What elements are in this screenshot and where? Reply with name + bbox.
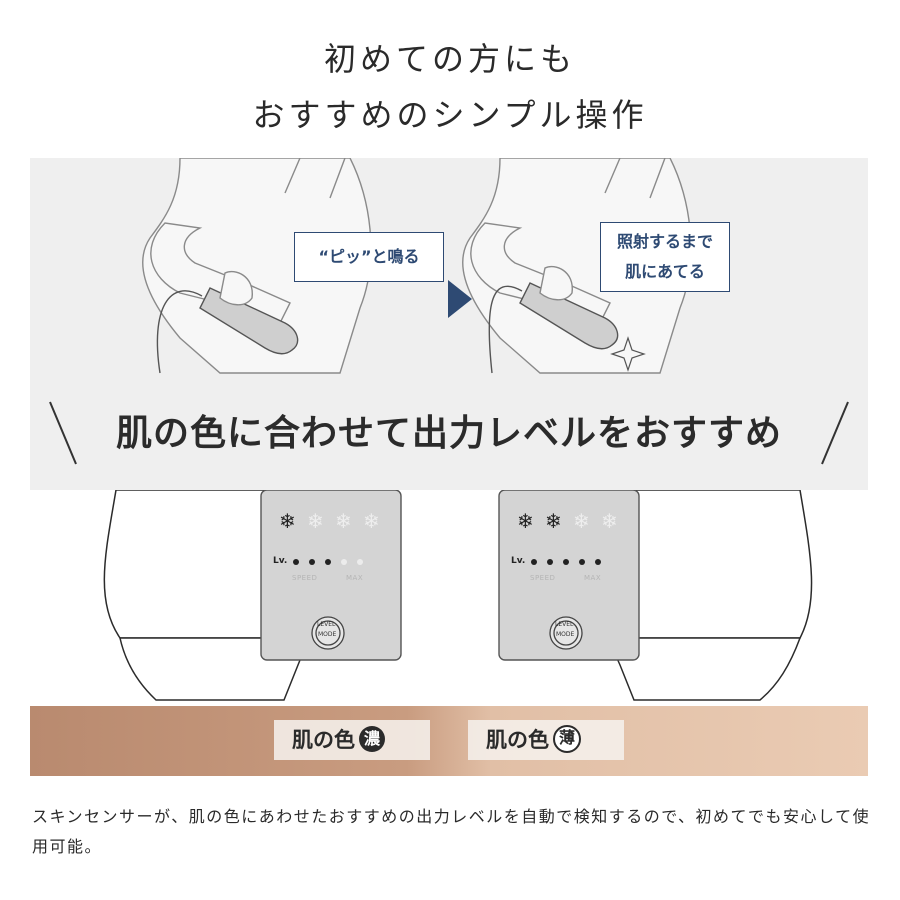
callout-apply: 照射するまで 肌にあてる [600,222,730,292]
callout-apply-line2: 肌にあてる [625,262,705,281]
snowflake-icon: ❄ [279,509,296,533]
mode-label-left: MODE [318,631,337,638]
skin-light-text: 肌の色 [486,728,549,752]
skin-tone-strip: 肌の色濃 肌の色薄 [30,706,868,776]
level-dot [579,559,585,565]
slash-left-icon [49,401,77,465]
device-panels: ❄ ❄ ❄ ❄ ❄ ❄ ❄ ❄ Lv. SPEED MAX LEVEL MODE Lv. S… [30,490,868,708]
tagline: 肌の色に合わせて出力レベルをおすすめ [115,413,782,454]
max-label-right: MAX [584,574,602,582]
callout-beep: “ピッ”と鳴る [294,232,444,282]
snowflake-icon: ❄ [307,509,324,533]
snowflake-icon: ❄ [517,509,534,533]
level-dot [341,559,347,565]
snowflake-icon: ❄ [335,509,352,533]
level-mode-button-right [549,616,583,650]
sparkle-icon [610,336,646,372]
skin-dark-badge: 濃 [359,726,385,752]
level-dot [595,559,601,565]
usage-illustration: “ピッ”と鳴る 照射するまで 肌にあてる 肌の色に合わせて出力レベルをおすすめ [30,158,868,490]
skin-light-badge: 薄 [553,725,581,753]
level-dot [531,559,537,565]
speed-label-right: SPEED [530,574,556,582]
level-dot [563,559,569,565]
description: スキンセンサーが、肌の色にあわせたおすすめの出力レベルを自動で検知するので、初め… [32,807,871,856]
level-label-left: LEVEL [317,621,336,628]
next-arrow-icon [448,280,472,318]
skin-dark-text: 肌の色 [292,728,355,752]
level-dot [357,559,363,565]
skin-label-light: 肌の色薄 [468,720,624,760]
level-dot [293,559,299,565]
max-label-left: MAX [346,574,364,582]
control-panel-right [498,490,640,661]
slash-right-icon [821,401,849,465]
headline-line1: 初めての方にも [323,40,576,78]
level-dot [547,559,553,565]
speed-label-left: SPEED [292,574,318,582]
device-illustration: ❄ ❄ ❄ ❄ ❄ ❄ ❄ ❄ [103,490,813,701]
level-dot [309,559,315,565]
skin-label-dark: 肌の色濃 [274,720,430,760]
lv-label-right: Lv. [511,556,526,566]
lv-label-left: Lv. [273,556,288,566]
snowflake-icon: ❄ [363,509,380,533]
snowflake-icon: ❄ [601,509,618,533]
mode-label-right: MODE [556,631,575,638]
level-dot [325,559,331,565]
headline-line2: おすすめのシンプル操作 [252,96,648,134]
level-mode-button-left [311,616,345,650]
level-label-right: LEVEL [555,621,574,628]
snowflake-icon: ❄ [545,509,562,533]
callout-apply-line1: 照射するまで [616,232,713,251]
control-panel-left [260,490,402,661]
snowflake-icon: ❄ [573,509,590,533]
arm-illustration [49,158,849,465]
